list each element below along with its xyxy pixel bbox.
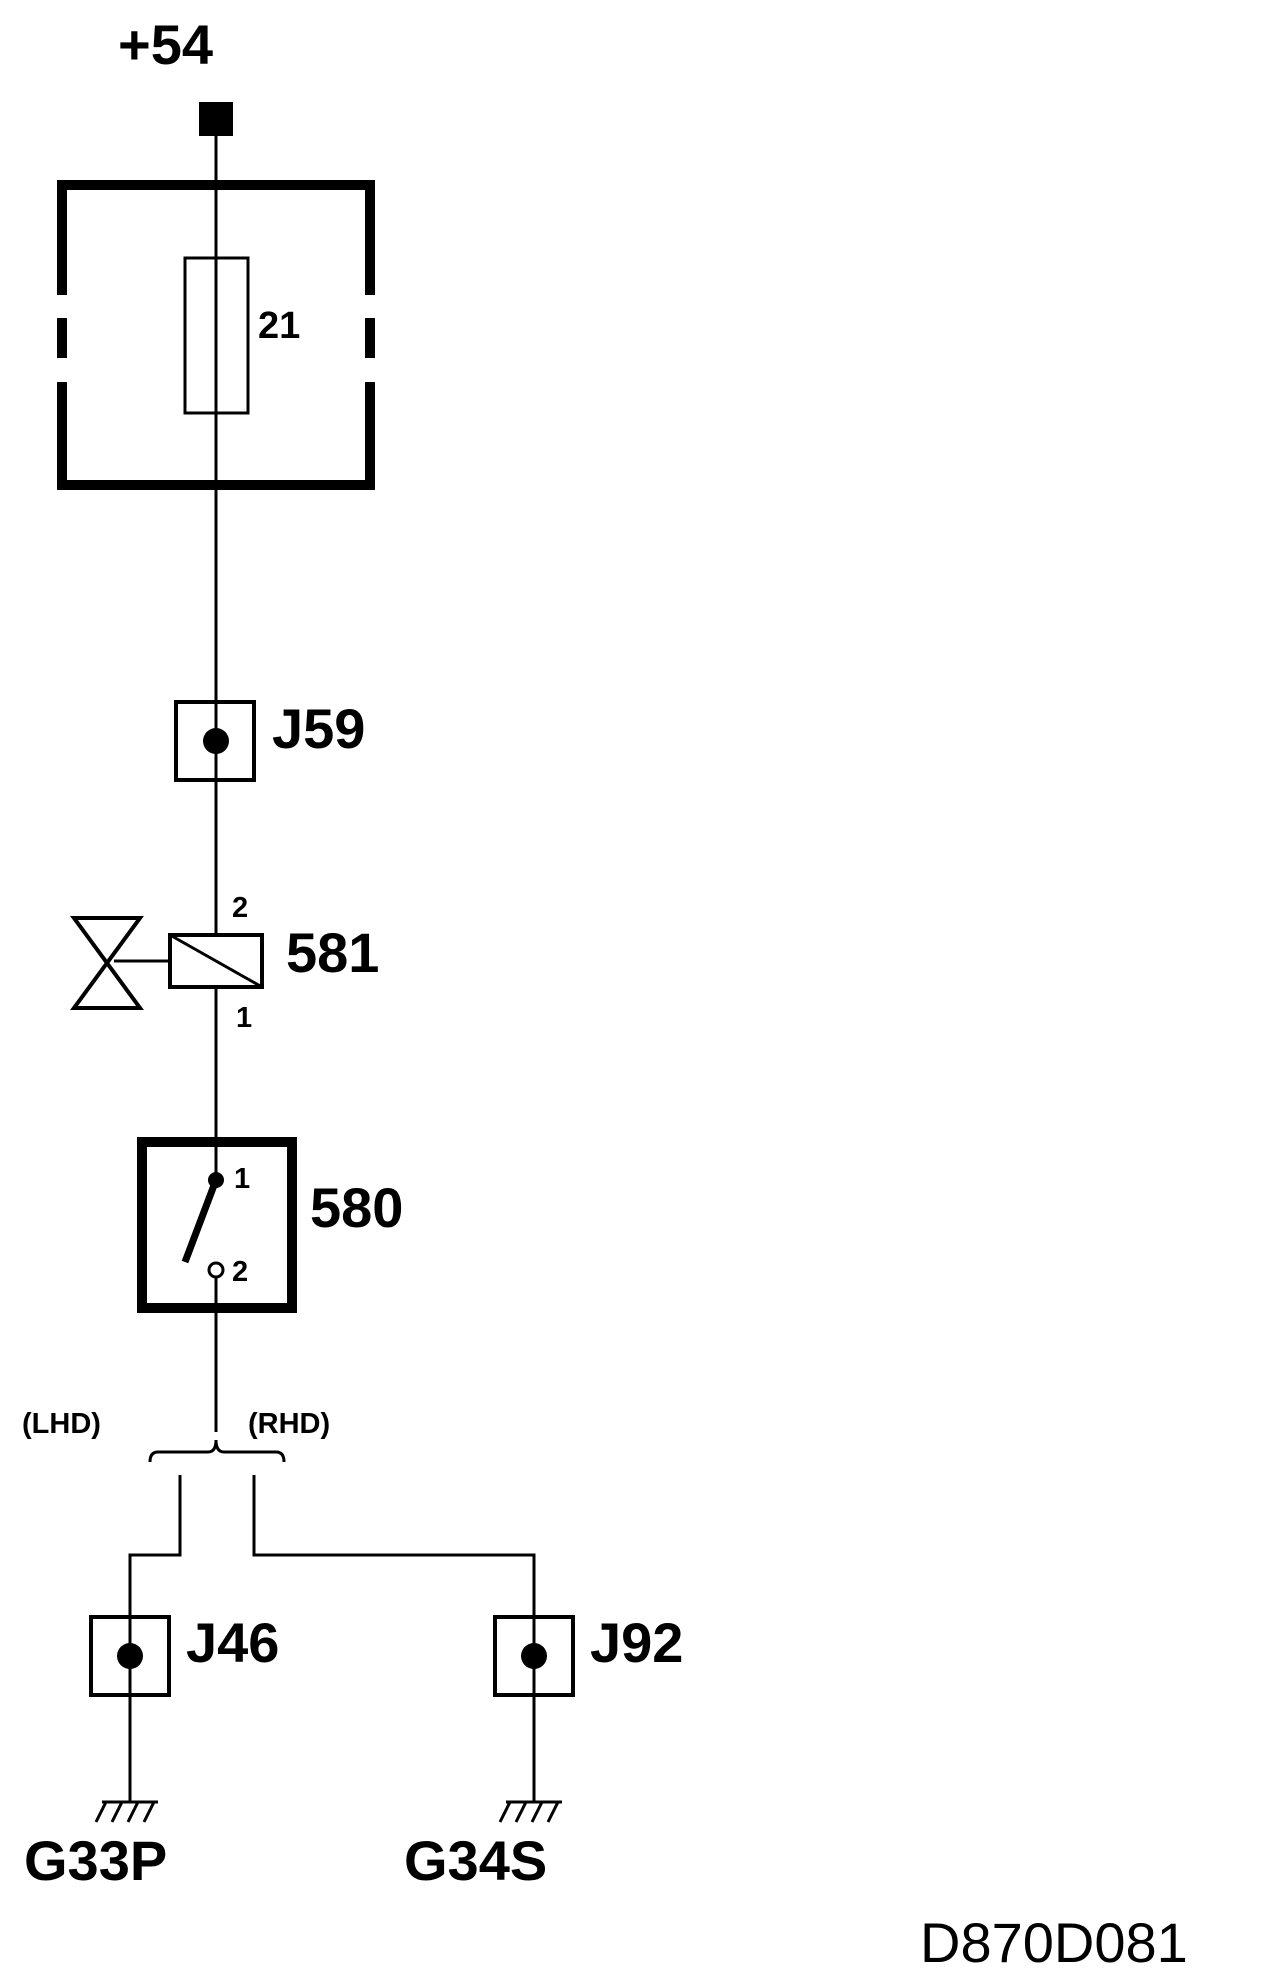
connector-j46-pin: [117, 1643, 143, 1669]
valve-pin-bottom: 1: [236, 1002, 252, 1034]
valve-icon: [70, 916, 144, 1010]
valve-pin-top: 2: [232, 892, 248, 924]
valve-label: 581: [286, 921, 379, 984]
fuse-label: 21: [258, 305, 300, 347]
connector-j46-label: J46: [186, 1611, 279, 1674]
lhd-wire: [128, 1475, 182, 1617]
switch-lever: [181, 1178, 220, 1264]
ground-g34s-icon: [498, 1800, 562, 1823]
ground-g33p-label: G33P: [24, 1829, 167, 1892]
variant-brace: [148, 1439, 286, 1463]
switch-label: 580: [310, 1176, 403, 1239]
supply-terminal: [199, 102, 233, 136]
variant-lhd-label: (LHD): [22, 1408, 101, 1440]
connector-j92-pin: [521, 1643, 547, 1669]
rhd-wire: [252, 1475, 536, 1617]
fuse-box: [57, 180, 375, 490]
connector-j59-label: J59: [272, 697, 365, 760]
switch-pin-2: 2: [232, 1256, 248, 1288]
connector-j59-pin: [203, 728, 229, 754]
ground-g33p-icon: [94, 1800, 158, 1823]
switch-contact-2: [207, 1261, 225, 1279]
variant-rhd-label: (RHD): [248, 1408, 330, 1440]
valve-coil-diagonal: [169, 933, 263, 989]
supply-label: +54: [118, 13, 213, 76]
connector-j92-label: J92: [590, 1611, 683, 1674]
diagram-id: D870D081: [920, 1911, 1188, 1974]
switch-pin-1: 1: [234, 1163, 250, 1195]
ground-g34s-label: G34S: [404, 1829, 547, 1892]
